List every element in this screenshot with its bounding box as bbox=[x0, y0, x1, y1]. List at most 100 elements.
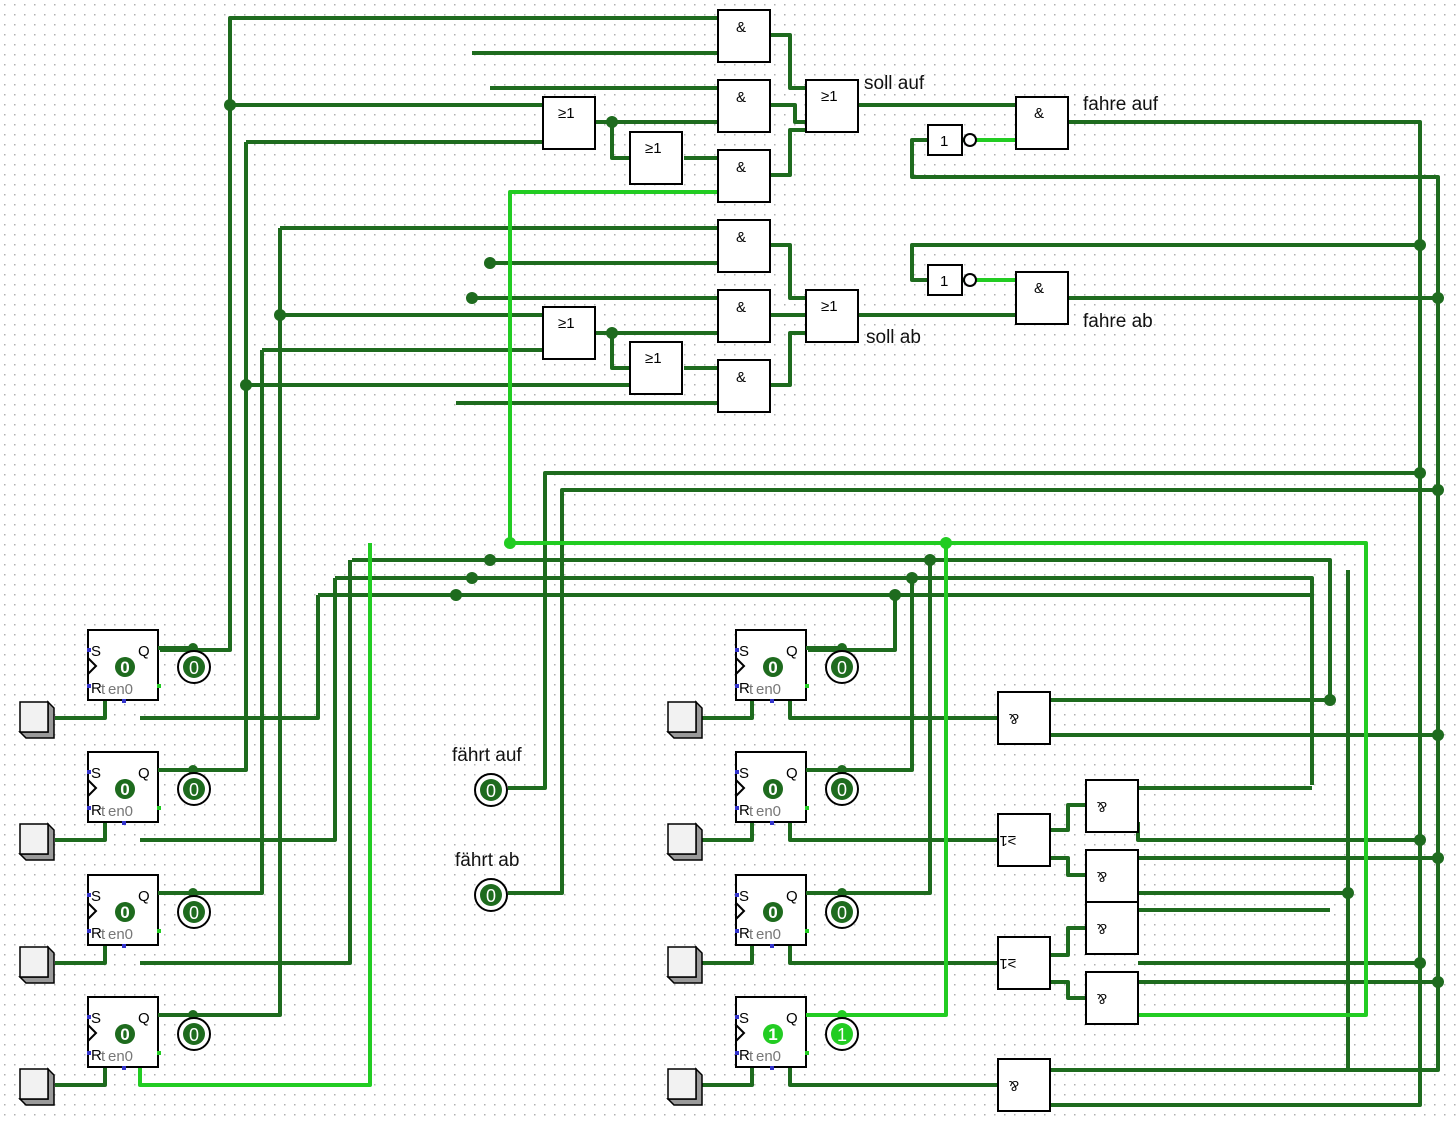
ff-right-3-s-label: S bbox=[739, 888, 749, 905]
ff-left-2-en-pin bbox=[122, 821, 126, 825]
and-gate-fahre-auf[interactable]: & bbox=[1015, 96, 1069, 150]
or-gate-top-1-symbol: ≥1 bbox=[558, 105, 575, 122]
ff-left-4-s-pin bbox=[87, 1015, 91, 1019]
and-gate-5-symbol: & bbox=[736, 299, 746, 316]
ff-left-4-qn-pin bbox=[157, 1051, 161, 1055]
not-gate-bottom-symbol: 1 bbox=[940, 273, 948, 290]
ff-right-3-en-pin bbox=[770, 944, 774, 948]
ff-left-3-led: 0 bbox=[177, 895, 211, 929]
ff-left-3-state-indicator bbox=[115, 902, 135, 922]
and-gate-6[interactable]: & bbox=[717, 359, 771, 413]
ff-left-1-r-pin bbox=[87, 684, 91, 688]
ff-left-1-s-pin bbox=[87, 648, 91, 652]
or-gate-soll-auf[interactable]: ≥1 bbox=[805, 79, 859, 133]
ff-left-1-input-button[interactable] bbox=[18, 700, 55, 739]
and-gate-rot-5[interactable]: & bbox=[1085, 901, 1139, 955]
ff-left-3-input-button[interactable] bbox=[18, 945, 55, 984]
or-gate-rot-2[interactable]: ≥1 bbox=[997, 936, 1051, 990]
label-faehrt-auf: fährt auf bbox=[452, 745, 522, 766]
and-gate-4[interactable]: & bbox=[717, 219, 771, 273]
ff-right-4-led: 1 bbox=[825, 1017, 859, 1051]
or-gate-mid-2[interactable]: ≥1 bbox=[629, 341, 683, 395]
or-gate-top-1[interactable]: ≥1 bbox=[542, 96, 596, 150]
ff-left-3-s-label: S bbox=[91, 888, 101, 905]
and-gate-rot-1[interactable]: & bbox=[997, 691, 1051, 745]
ff-left-1-qn-pin bbox=[157, 684, 161, 688]
and-gate-rot-6-symbol: & bbox=[1097, 990, 1107, 1007]
ff-right-4-input-button[interactable] bbox=[666, 1067, 703, 1106]
ff-left-2-input-button[interactable] bbox=[18, 822, 55, 861]
ff-left-2-clock-icon bbox=[87, 779, 98, 797]
ff-left-4-input-button[interactable] bbox=[18, 1067, 55, 1106]
ff-right-4-en-pin bbox=[770, 1066, 774, 1070]
led-faehrt-ab: 0 bbox=[474, 878, 508, 912]
ff-right-4-s-label: S bbox=[739, 1010, 749, 1027]
and-gate-fahre-auf-symbol: & bbox=[1034, 105, 1044, 122]
ff-left-1-q-label: Q bbox=[138, 643, 150, 660]
ff-left-1-clock-icon bbox=[87, 657, 98, 675]
ff-left-4-en-label: en0 bbox=[108, 1048, 133, 1065]
ff-right-3-s-pin bbox=[735, 893, 739, 897]
and-gate-2-symbol: & bbox=[736, 89, 746, 106]
and-gate-rot-3[interactable]: & bbox=[1085, 779, 1139, 833]
ff-left-3-q-label: Q bbox=[138, 888, 150, 905]
ff-right-1-s-label: S bbox=[739, 643, 749, 660]
or-gate-soll-ab[interactable]: ≥1 bbox=[805, 289, 859, 343]
and-gate-5[interactable]: & bbox=[717, 289, 771, 343]
and-gate-rot-6[interactable]: & bbox=[1085, 971, 1139, 1025]
ff-right-4-state-indicator bbox=[763, 1024, 783, 1044]
ff-right-2-q-label: Q bbox=[786, 765, 798, 782]
not-gate-top[interactable]: 1 bbox=[927, 124, 977, 156]
ff-right-1-en-label: en0 bbox=[756, 681, 781, 698]
ff-right-1-en-pin bbox=[770, 699, 774, 703]
and-gate-fahre-ab[interactable]: & bbox=[1015, 271, 1069, 325]
and-gate-2[interactable]: & bbox=[717, 79, 771, 133]
ff-left-3-r-pin bbox=[87, 929, 91, 933]
and-gate-rot-4[interactable]: & bbox=[1085, 849, 1139, 903]
or-gate-soll-ab-symbol: ≥1 bbox=[821, 298, 838, 315]
and-gate-1[interactable]: & bbox=[717, 9, 771, 63]
and-gate-1-symbol: & bbox=[736, 19, 746, 36]
ff-left-3-qn-pin bbox=[157, 929, 161, 933]
or-gate-mid-1[interactable]: ≥1 bbox=[542, 306, 596, 360]
ff-left-1-state-value: 0 bbox=[120, 658, 129, 677]
ff-left-2-led: 0 bbox=[177, 772, 211, 806]
or-gate-soll-auf-symbol: ≥1 bbox=[821, 88, 838, 105]
or-gate-rot-1[interactable]: ≥1 bbox=[997, 813, 1051, 867]
or-gate-top-2[interactable]: ≥1 bbox=[629, 131, 683, 185]
ff-right-3-input-button[interactable] bbox=[666, 945, 703, 984]
ff-right-2-state-indicator bbox=[763, 779, 783, 799]
and-gate-3[interactable]: & bbox=[717, 149, 771, 203]
ff-left-4-s-label: S bbox=[91, 1010, 101, 1027]
ff-left-4-t-label: t bbox=[101, 1048, 106, 1065]
and-gate-3-symbol: & bbox=[736, 159, 746, 176]
ff-right-2-en-pin bbox=[770, 821, 774, 825]
ff-right-1-led: 0 bbox=[825, 650, 859, 684]
ff-left-2-state-value: 0 bbox=[120, 780, 129, 799]
ff-left-1-s-label: S bbox=[91, 643, 101, 660]
ff-right-3-r-label: R bbox=[739, 925, 750, 942]
or-gate-rot-1-symbol: ≥1 bbox=[999, 832, 1016, 849]
ff-right-3-q-label: Q bbox=[786, 888, 798, 905]
ff-right-1-input-button[interactable] bbox=[666, 700, 703, 739]
ff-right-4-r-pin bbox=[735, 1051, 739, 1055]
ff-right-1-state-value: 0 bbox=[768, 658, 777, 677]
ff-left-1-state-indicator bbox=[115, 657, 135, 677]
ff-right-3-led-value: 0 bbox=[837, 903, 847, 923]
ff-left-1-r-label: R bbox=[91, 680, 102, 697]
ff-left-3-r-label: R bbox=[91, 925, 102, 942]
and-gate-rot-2[interactable]: & bbox=[997, 1058, 1051, 1112]
ff-right-2-input-button[interactable] bbox=[666, 822, 703, 861]
ff-left-2-r-label: R bbox=[91, 802, 102, 819]
ff-right-3-r-pin bbox=[735, 929, 739, 933]
not-gate-bottom[interactable]: 1 bbox=[927, 264, 977, 296]
